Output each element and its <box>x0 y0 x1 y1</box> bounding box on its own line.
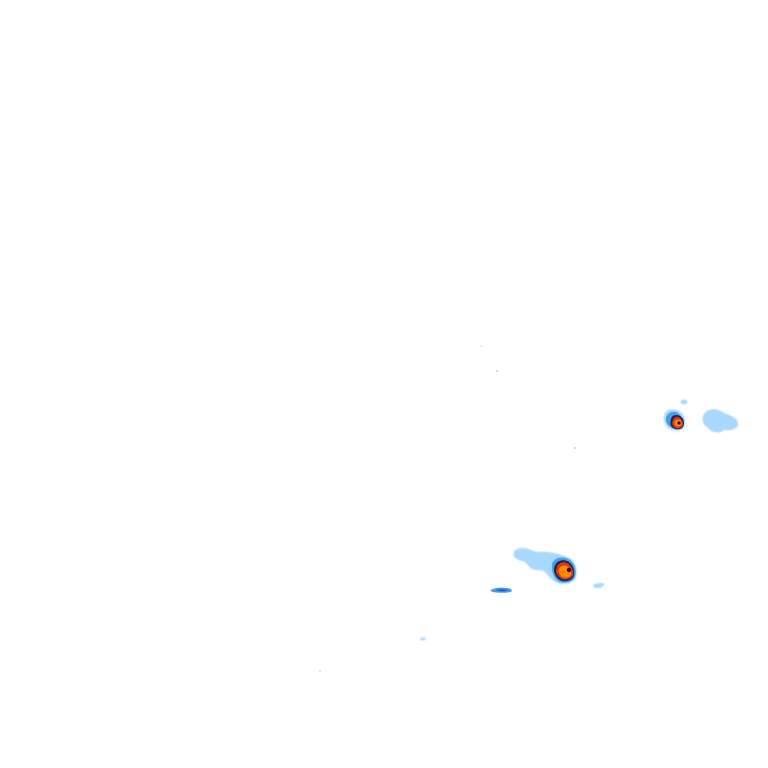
speckle <box>573 446 577 450</box>
radar-echo-dark <box>496 589 508 592</box>
speckle <box>319 670 321 672</box>
speckle <box>495 369 499 373</box>
echo-south-band <box>490 587 512 593</box>
radar-speckles <box>319 345 577 672</box>
radar-echo-light <box>593 583 605 588</box>
storm-cell-south <box>513 547 577 585</box>
radar-echo-core <box>566 567 572 573</box>
radar-echo-light <box>420 637 426 641</box>
storm-cell-east <box>663 409 686 431</box>
echo-south-small <box>420 583 605 641</box>
radar-echo-light <box>680 399 688 405</box>
radar-echo-light <box>702 409 738 433</box>
speckle <box>480 345 482 347</box>
echo-east-light <box>680 399 738 433</box>
radar-echo-core <box>677 421 681 425</box>
